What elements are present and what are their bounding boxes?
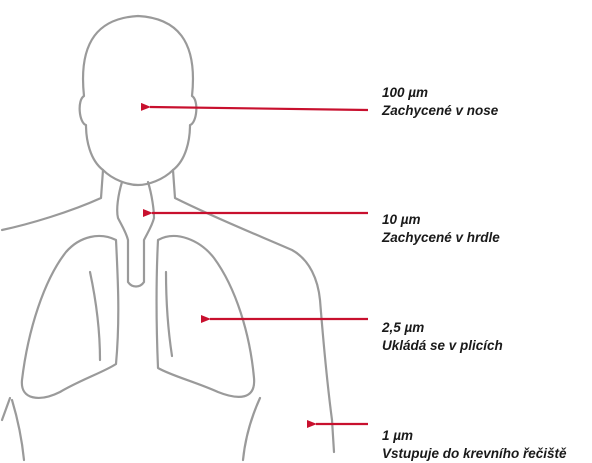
label-nose: 100 µm Zachycené v nose: [382, 84, 498, 120]
left-arm-inner-outline: [12, 400, 24, 460]
label-lungs: 2,5 µm Ukládá se v plicích: [382, 319, 503, 355]
particle-size-10: 10 µm: [382, 211, 500, 229]
particle-size-100: 100 µm: [382, 84, 498, 102]
right-lung-outline: [157, 236, 255, 397]
trachea-outline: [117, 182, 154, 287]
right-arm-inner-outline: [243, 398, 260, 460]
head-outline: [80, 16, 197, 185]
right-lung-inner-line: [166, 272, 172, 356]
description-lungs: Ukládá se v plicích: [382, 337, 503, 355]
description-bloodstream: Vstupuje do krevního řečiště: [382, 445, 567, 463]
neck-shoulders-outline: [2, 170, 103, 230]
label-bloodstream: 1 µm Vstupuje do krevního řečiště: [382, 427, 567, 463]
left-lung-outline: [22, 236, 118, 398]
left-arm-outer-outline: [2, 398, 10, 420]
label-throat: 10 µm Zachycené v hrdle: [382, 211, 500, 247]
arrow-nose: [150, 107, 368, 110]
particle-size-1: 1 µm: [382, 427, 567, 445]
description-nose: Zachycené v nose: [382, 102, 498, 120]
left-lung-inner-line: [90, 272, 100, 360]
description-throat: Zachycené v hrdle: [382, 229, 500, 247]
particle-size-2-5: 2,5 µm: [382, 319, 503, 337]
